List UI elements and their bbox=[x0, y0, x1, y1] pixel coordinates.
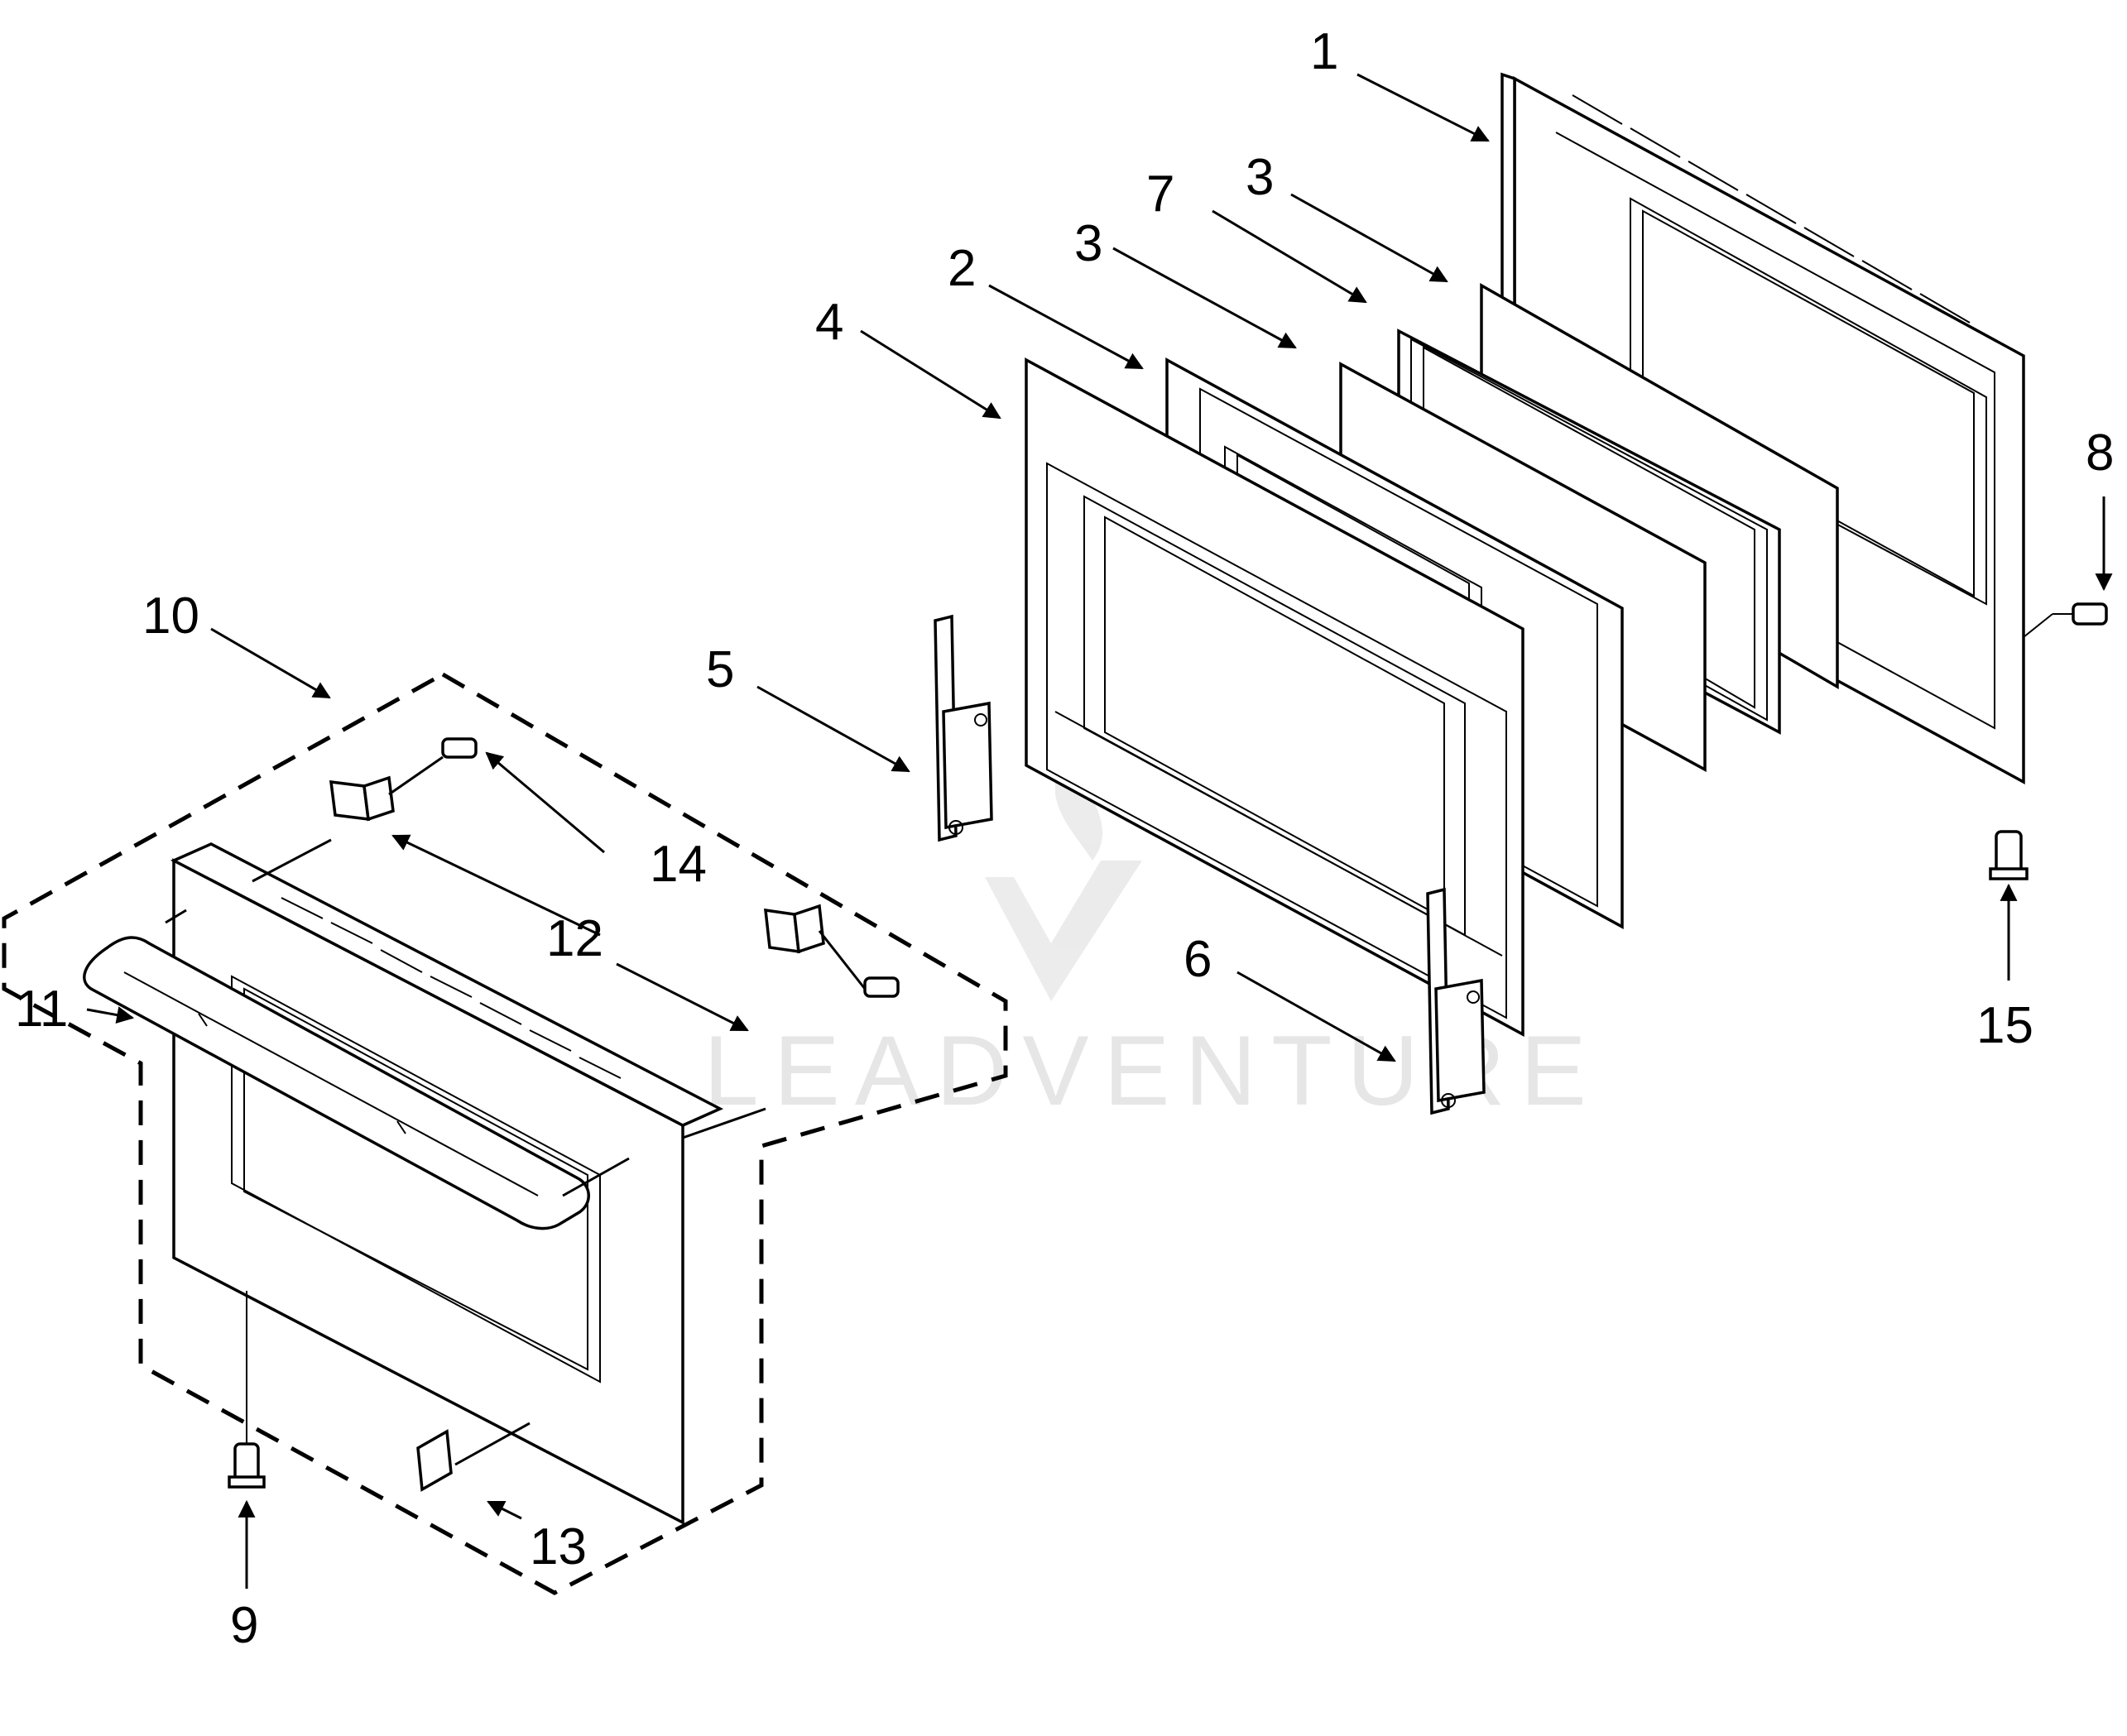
part-14-screw-left bbox=[441, 737, 478, 759]
callout-10: 10 bbox=[142, 587, 199, 645]
callout-11: 11 bbox=[15, 981, 68, 1038]
callout-1: 1 bbox=[1310, 23, 1338, 80]
part-10-assembly-boundary bbox=[2, 672, 1008, 1595]
callout-12: 12 bbox=[546, 910, 603, 967]
part-9-screw bbox=[228, 1442, 266, 1489]
callout-3a: 3 bbox=[1246, 149, 1274, 206]
part-6-right-hinge bbox=[1426, 887, 1486, 1115]
callout-4: 4 bbox=[815, 294, 843, 351]
callout-15: 15 bbox=[1976, 997, 2033, 1054]
part-15-screw bbox=[1989, 830, 2029, 880]
callout-arrows bbox=[86, 73, 2113, 1589]
assembly-lines bbox=[165, 755, 867, 1197]
part-12-handle-bracket-right bbox=[764, 904, 825, 954]
part-13-leader bbox=[454, 1422, 531, 1466]
callout-2: 2 bbox=[948, 240, 976, 297]
callout-3b: 3 bbox=[1074, 215, 1102, 272]
part-5-left-hinge bbox=[934, 614, 993, 842]
part-12-handle-bracket-left bbox=[329, 775, 395, 822]
callout-8: 8 bbox=[2086, 424, 2114, 482]
callout-6: 6 bbox=[1184, 931, 1212, 988]
part-8-leader bbox=[2023, 613, 2053, 638]
part-4-door-liner bbox=[1025, 357, 1524, 1037]
part-11-door-handle bbox=[83, 936, 590, 1230]
part-14-screw-right bbox=[863, 976, 900, 998]
callout-7: 7 bbox=[1146, 165, 1174, 223]
part-13-clip bbox=[416, 1429, 453, 1492]
callout-5: 5 bbox=[706, 641, 734, 698]
callout-14: 14 bbox=[650, 836, 707, 893]
callout-9: 9 bbox=[230, 1597, 258, 1654]
callout-13: 13 bbox=[530, 1518, 587, 1575]
part-8-screw bbox=[2053, 602, 2108, 626]
